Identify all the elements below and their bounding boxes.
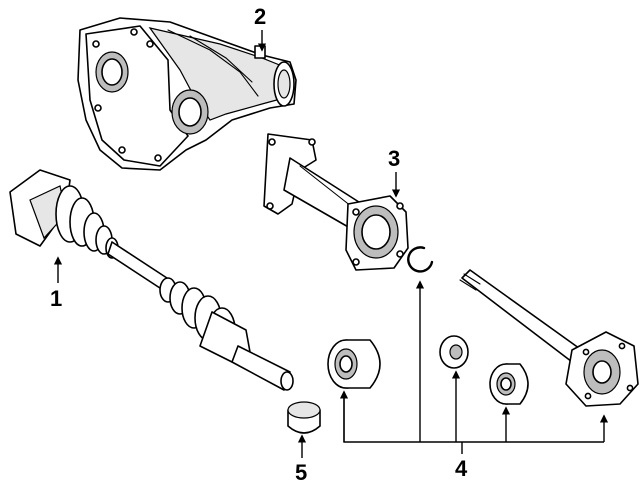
snap-ring[interactable]	[407, 246, 434, 273]
differential-carrier[interactable]	[77, 17, 297, 171]
bushing[interactable]	[287, 401, 321, 434]
callout-1: 1	[50, 286, 62, 311]
callout-4: 4	[455, 456, 468, 481]
oil-seal[interactable]	[489, 363, 529, 405]
retainer-collar[interactable]	[439, 335, 469, 369]
callout-3: 3	[388, 146, 400, 171]
cv-axle-shaft[interactable]	[9, 169, 294, 391]
leader-lines	[53, 30, 609, 458]
axle-extension-tube[interactable]	[263, 133, 409, 271]
callout-5: 5	[295, 460, 307, 485]
axle-bearing[interactable]	[327, 339, 381, 389]
rear-axle-shaft-flange[interactable]	[459, 269, 639, 407]
callout-2: 2	[254, 4, 266, 29]
